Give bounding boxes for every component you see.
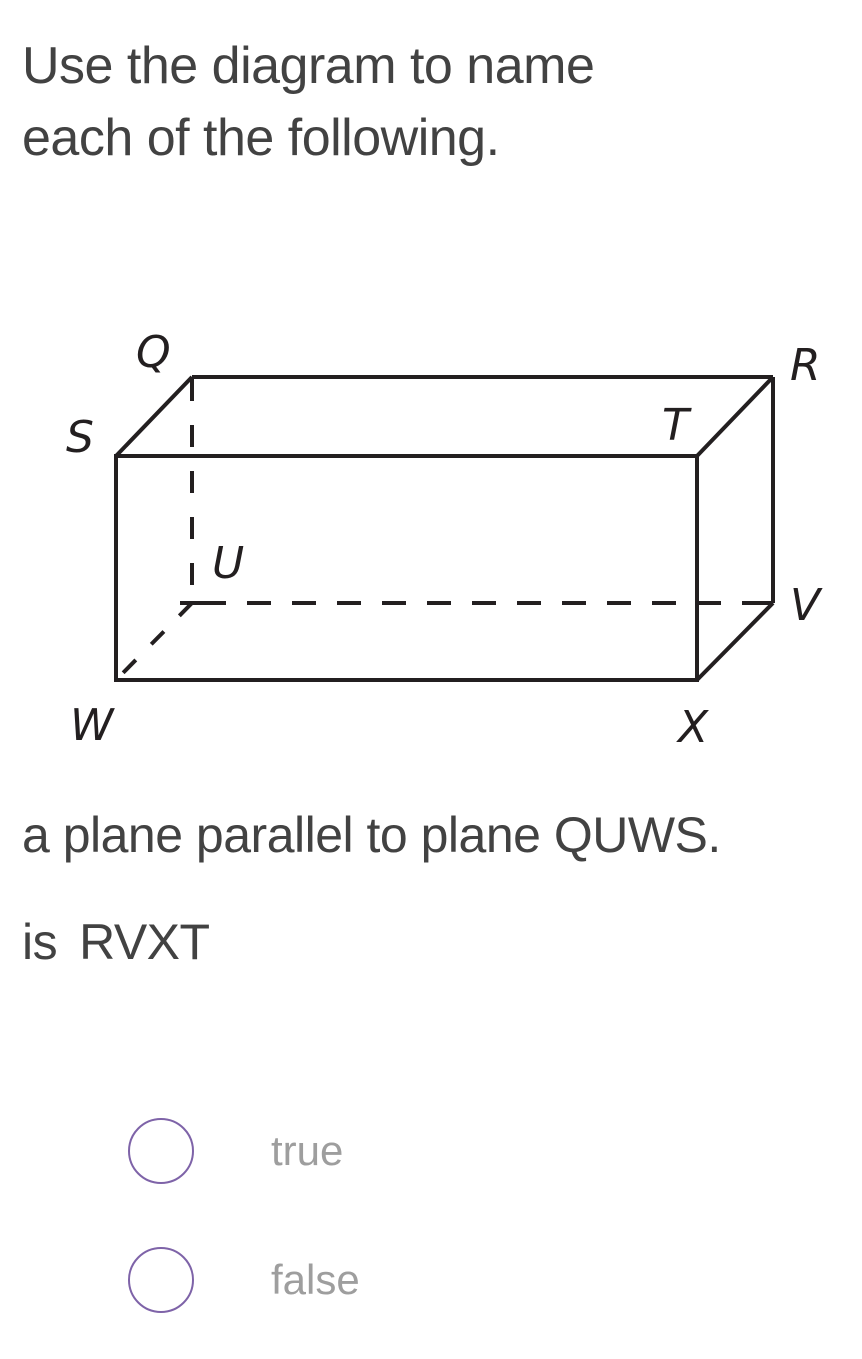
edge-sq [114,375,194,458]
option-false[interactable]: false [128,1247,360,1313]
vertex-label-r: R [790,340,821,391]
instruction-line-2: each of the following. [22,109,500,167]
radio-button-false[interactable] [128,1247,194,1313]
vertex-label-q: Q [136,327,171,378]
vertex-label-t: T [662,400,692,451]
hidden-edge-uw [114,601,194,682]
rectangular-prism-diagram: Q R S T U V W X [66,327,823,753]
vertex-label-u: U [212,538,244,589]
instruction-heading: Use the diagram to name each of the foll… [22,30,842,174]
answer-value: RVXT [79,914,210,970]
vertex-label-w: W [70,700,115,751]
edge-xv [695,601,775,682]
vertex-label-s: S [66,412,94,463]
radio-button-true[interactable] [128,1118,194,1184]
option-label-true[interactable]: true [271,1127,344,1174]
question-text: a plane parallel to plane QUWS. [22,807,721,863]
option-true[interactable]: true [128,1118,343,1184]
option-label-false[interactable]: false [271,1256,360,1303]
edge-tr [695,375,775,458]
vertex-label-v: V [790,580,823,631]
answer-prefix: is [22,914,58,970]
instruction-line-1: Use the diagram to name [22,37,595,95]
vertex-label-x: X [676,702,709,753]
front-face-swxt [114,454,699,682]
proposed-answer: is RVXT [22,912,210,972]
